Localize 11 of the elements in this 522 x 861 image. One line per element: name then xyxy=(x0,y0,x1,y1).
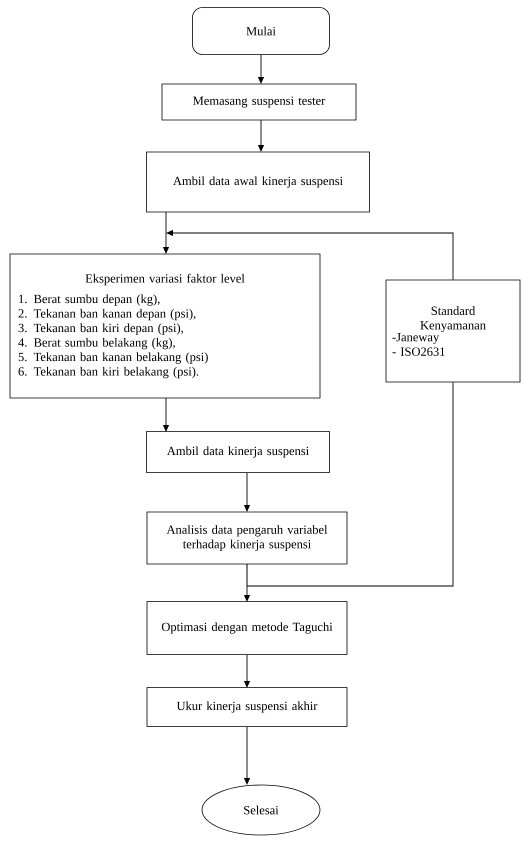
process-box: Optimasi dengan metode Taguchi xyxy=(146,601,348,655)
process-box: Ambil data kinerja suspensi xyxy=(146,431,330,473)
process-box: Ukur kinerja suspensi akhir xyxy=(146,687,348,727)
process-box: Ambil data awal kinerja suspensi xyxy=(146,152,370,212)
end-terminal: Selesai xyxy=(202,784,320,836)
feedback-line xyxy=(246,382,454,586)
start-terminal: Mulai xyxy=(192,7,330,55)
process-box: Eksperimen variasi faktor level 1. Berat sumbu depan (kg), 2. Tekanan ban kanan depan (psi), 3. Tekanan ban kiri depan (psi), 4. Berat sumbu belakang (kg), 5. Tekanan ban kanan belakang (psi) 6. Tekanan ban kiri belakang (psi). xyxy=(10,254,320,398)
note-box: Standard Kenyamanan -Janeway - ISO2631 xyxy=(386,280,520,382)
process-box: Memasang suspensi tester xyxy=(162,84,356,120)
process-box: Analisis data pengaruh variabel terhadap kinerja suspensi xyxy=(146,512,348,564)
